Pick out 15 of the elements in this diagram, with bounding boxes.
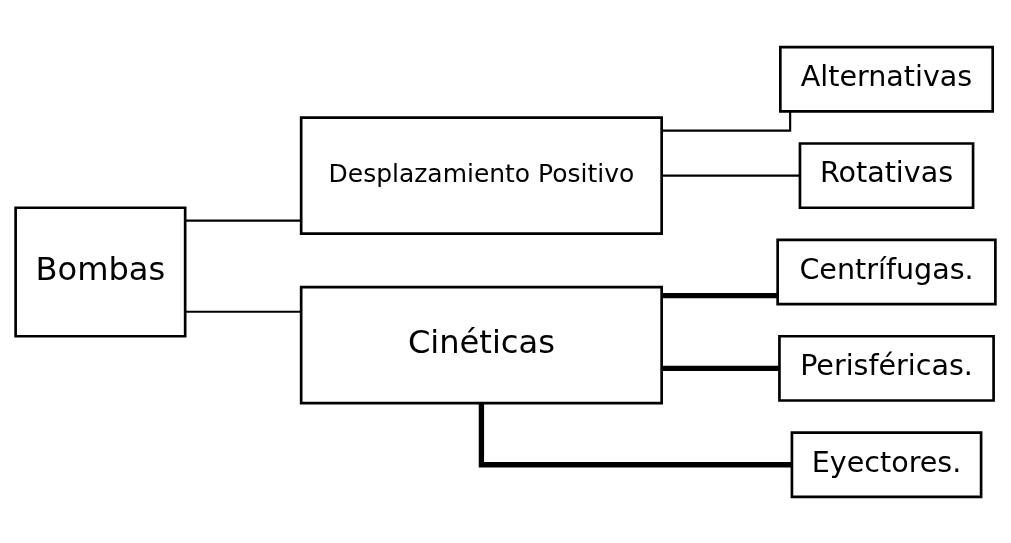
connector: [185, 310, 301, 313]
connector: [662, 174, 800, 177]
node-box: Centrífugas.: [776, 238, 997, 305]
connector: [662, 292, 778, 298]
connector: [478, 403, 792, 467]
node-box: Desplazamiento Positivo: [299, 115, 663, 235]
node-box: Alternativas: [779, 45, 995, 113]
node-box: Cinéticas: [299, 285, 663, 404]
connector: [661, 110, 792, 132]
node-box: Rotativas: [798, 141, 975, 209]
connector: [662, 365, 780, 371]
node-box: Perisféricas.: [778, 334, 995, 402]
node-box: Bombas: [14, 205, 187, 338]
node-box: Eyectores.: [790, 430, 983, 498]
connector: [185, 219, 301, 222]
